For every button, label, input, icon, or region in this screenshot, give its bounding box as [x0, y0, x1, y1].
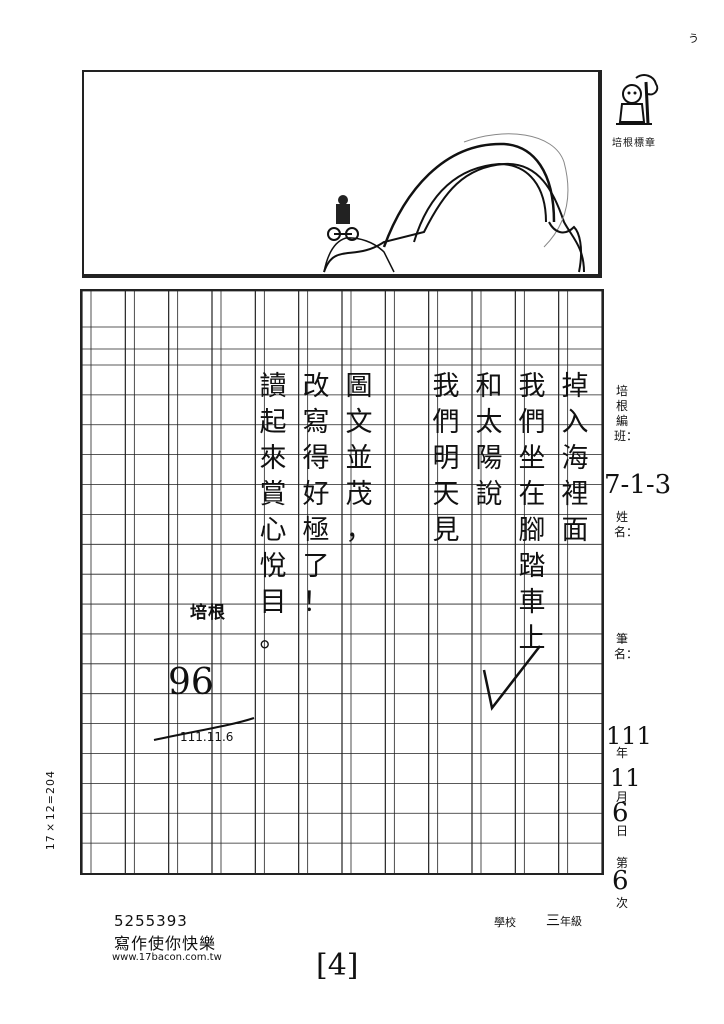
grade-value: 三 — [546, 913, 560, 929]
date-month: 11 — [610, 764, 641, 792]
essay-char: 來 — [259, 443, 287, 474]
sun-arc — [463, 133, 569, 248]
sequence-prefix: 第 — [615, 856, 628, 870]
essay-column-c1: 掉入海裡面 — [560, 369, 590, 549]
footer-number: 5255393 — [114, 912, 188, 930]
pen-name-label: 筆名： — [614, 632, 639, 661]
score: 96 — [168, 662, 214, 703]
day-label: 日 — [615, 824, 628, 838]
essay-column-c4: 我們明天見 — [431, 369, 461, 549]
arch-outer — [382, 142, 556, 248]
check-mark-icon — [482, 645, 541, 711]
essay-char: 文 — [345, 407, 373, 438]
essay-char: 明 — [432, 443, 460, 474]
essay-char: 車 — [518, 587, 546, 618]
grid-lines — [82, 291, 602, 873]
sequence-value: 6 — [612, 866, 629, 896]
essay-column-c7: 讀起來賞心悅目。 — [258, 369, 288, 657]
footer-url: www.17bacon.com.tw — [112, 952, 222, 963]
date-year: 111 — [606, 722, 652, 750]
essay-char: ！ — [302, 587, 330, 618]
essay-char: 起 — [259, 407, 287, 438]
sequence-suffix: 次 — [615, 896, 628, 910]
date-day: 6 — [612, 798, 629, 828]
score-date: 111.11.6 — [180, 730, 234, 744]
essay-char: 踏 — [518, 551, 546, 582]
school-label: 學校 — [494, 916, 516, 929]
essay-char: 面 — [561, 515, 589, 546]
peigen-stamp-text: 培根 — [190, 603, 226, 623]
essay-char: 天 — [432, 479, 460, 510]
essay-column-c2: 我們坐在腳踏車上 — [517, 369, 547, 657]
essay-char: 說 — [475, 479, 503, 510]
essay-column-c3: 和太陽說 — [474, 369, 504, 513]
essay-char: 了 — [302, 551, 330, 582]
essay-char: 賞 — [259, 479, 287, 510]
essay-char: 入 — [561, 407, 589, 438]
essay-char: 我 — [432, 371, 460, 402]
grade-field: 三年級 — [546, 910, 582, 930]
essay-char: 見 — [432, 515, 460, 546]
essay-char: 目 — [259, 587, 287, 618]
essay-char: 並 — [345, 443, 373, 474]
essay-char: 海 — [561, 443, 589, 474]
essay-char: 。 — [259, 623, 287, 654]
class-value: 7-1-3 — [604, 470, 672, 500]
page-number: [4] — [316, 948, 359, 983]
hill-left — [323, 237, 395, 273]
drawing-area — [82, 70, 602, 278]
essay-char: 得 — [302, 443, 330, 474]
writing-grid: 掉入海裡面我們坐在腳踏車上和太陽說我們明天見圖文並茂，改寫得好極了！讀起來賞心悅… — [80, 289, 604, 875]
essay-column-c5: 圖文並茂 ， — [344, 369, 374, 549]
essay-char: 們 — [518, 407, 546, 438]
year-label: 年 — [615, 746, 628, 760]
essay-char: 心 — [259, 515, 287, 546]
essay-char: 好 — [302, 479, 330, 510]
grid-size-code: 17×12=204 — [44, 770, 57, 851]
essay-char: 在 — [518, 479, 546, 510]
essay-char: 上 — [518, 623, 546, 654]
peigen-stamp — [606, 70, 662, 150]
essay-char: 太 — [475, 407, 503, 438]
essay-char: 們 — [432, 407, 460, 438]
stamp-mascot-icon — [616, 74, 659, 125]
essay-char: 陽 — [475, 443, 503, 474]
name-label: 姓名： — [614, 510, 639, 539]
score-underline — [153, 717, 255, 741]
essay-char: 茂 — [345, 479, 373, 510]
grade-label: 年級 — [560, 915, 582, 928]
essay-char: 圖 — [345, 371, 373, 402]
stamp-label: 培根標章 — [612, 138, 656, 149]
wave-line — [548, 221, 583, 273]
essay-char: 悅 — [259, 551, 287, 582]
illustration — [323, 133, 585, 273]
class-label: 培根編班： — [614, 384, 639, 443]
essay-char: 讀 — [259, 371, 287, 402]
essay-char: 和 — [475, 371, 503, 402]
essay-char: 掉 — [561, 371, 589, 402]
essay-char: ， — [345, 515, 373, 546]
essay-char: 極 — [302, 515, 330, 546]
essay-char: 寫 — [302, 407, 330, 438]
bicycle-figure — [327, 195, 359, 241]
corner-mark: う — [688, 32, 699, 45]
essay-char: 坐 — [518, 443, 546, 474]
essay-char: 裡 — [561, 479, 589, 510]
essay-char: 我 — [518, 371, 546, 402]
footer-slogan: 寫作使你快樂 — [114, 934, 217, 953]
month-label: 月 — [615, 790, 628, 804]
essay-char: 改 — [302, 371, 330, 402]
essay-char: 腳 — [518, 515, 546, 546]
arch-inner — [413, 162, 547, 243]
essay-column-c6: 改寫得好極了 ！ — [301, 369, 331, 621]
